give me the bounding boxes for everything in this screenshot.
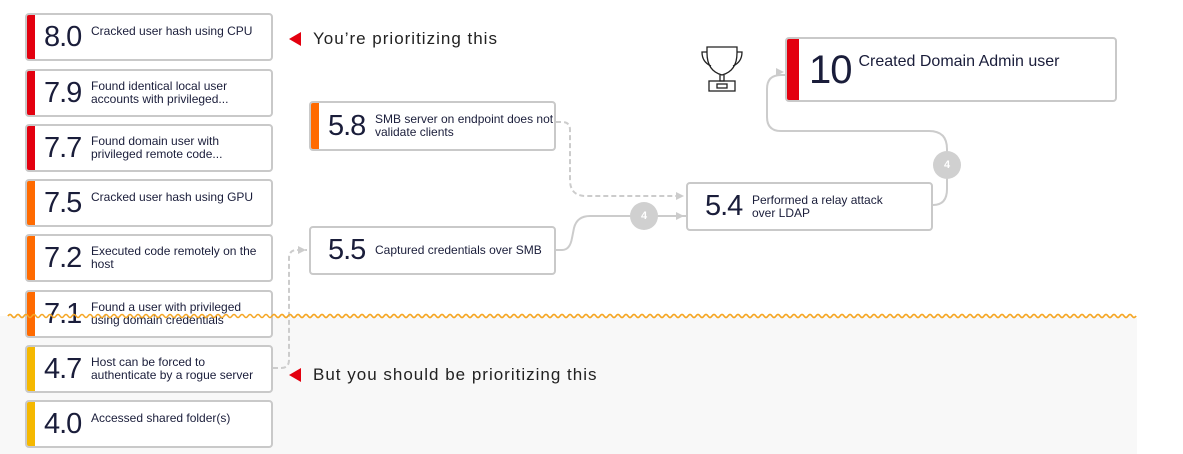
finding-text: Cracked user hash using GPU — [91, 190, 254, 204]
score: 10 — [809, 47, 852, 92]
label-text: But you should be prioritizing this — [313, 365, 598, 384]
severity-bar — [27, 347, 35, 391]
finding-text: Cracked user hash using CPU — [91, 24, 253, 38]
finding-card[interactable]: 7.2 Executed code remotely on the host — [25, 234, 273, 282]
finding-text: Accessed shared folder(s) — [91, 411, 231, 425]
node-text: SMB server on endpoint does not validate… — [375, 112, 554, 139]
severity-bar — [27, 402, 35, 446]
score: 5.4 — [705, 190, 743, 222]
finding-card[interactable]: 7.7 Found domain user with privileged rem… — [25, 124, 273, 172]
finding-card[interactable]: 4.0 Accessed shared folder(s) — [25, 400, 273, 448]
score: 4.0 — [44, 407, 82, 440]
finding-text: Found a user with privileged using domai… — [91, 300, 242, 327]
connector-4.7-to-5.5 — [273, 249, 307, 369]
severity-bar — [27, 236, 35, 280]
finding-text: Found identical local user accounts with… — [91, 79, 229, 106]
path-node-relay[interactable]: 5.4 Performed a relay attack over LDAP — [686, 182, 933, 231]
severity-bar — [27, 181, 35, 225]
score: 7.5 — [44, 186, 82, 219]
connector-5.8-to-5.4 — [556, 121, 682, 197]
finding-card[interactable]: 7.5 Cracked user hash using GPU — [25, 179, 273, 227]
trophy-icon — [701, 46, 743, 92]
score: 7.7 — [44, 131, 82, 164]
finding-card[interactable]: 7.9 Found identical local user accounts w… — [25, 69, 273, 117]
finding-text: Found domain user with privileged remote… — [91, 134, 223, 161]
severity-bar — [311, 103, 319, 149]
score: 5.5 — [328, 234, 366, 266]
label-recommended-priority: But you should be prioritizing this — [289, 365, 597, 385]
pointer-icon — [289, 368, 301, 382]
node-text: Created Domain Admin user — [858, 53, 1060, 70]
path-node-captured[interactable]: 5.5 Captured credentials over SMB — [309, 226, 556, 275]
finding-card[interactable]: 4.7 Host can be forced to authenticate by… — [25, 345, 273, 393]
pointer-icon — [289, 32, 301, 46]
score: 7.1 — [44, 297, 82, 330]
score: 7.9 — [44, 76, 82, 109]
node-text: Performed a relay attack over LDAP — [752, 192, 883, 220]
score: 7.2 — [44, 241, 82, 274]
step-count-badge: 4 — [933, 151, 961, 179]
path-node-smb[interactable]: 5.8 SMB server on endpoint does not vali… — [309, 101, 556, 151]
finding-text: Host can be forced to authenticate by a … — [91, 355, 254, 382]
score: 4.7 — [44, 352, 82, 385]
label-current-priority: You’re prioritizing this — [289, 29, 498, 49]
severity-bar — [27, 71, 35, 115]
finding-card[interactable]: 7.1 Found a user with privileged using do… — [25, 290, 273, 338]
finding-text: Executed code remotely on the host — [91, 244, 257, 271]
score: 8.0 — [44, 20, 82, 53]
severity-bar — [27, 292, 35, 336]
severity-bar — [27, 126, 35, 170]
connector-5.4-to-10 — [766, 74, 948, 206]
finding-card[interactable]: 8.0 Cracked user hash using CPU — [25, 13, 273, 61]
node-text: Captured credentials over SMB — [375, 243, 542, 257]
step-count-badge: 4 — [630, 202, 658, 230]
score: 5.8 — [328, 109, 366, 142]
severity-bar — [787, 39, 799, 100]
path-node-goal[interactable]: 10 Created Domain Admin user — [785, 37, 1117, 102]
connector-5.5-to-5.4 — [556, 215, 686, 251]
severity-bar — [27, 15, 35, 59]
label-text: You’re prioritizing this — [313, 29, 498, 48]
